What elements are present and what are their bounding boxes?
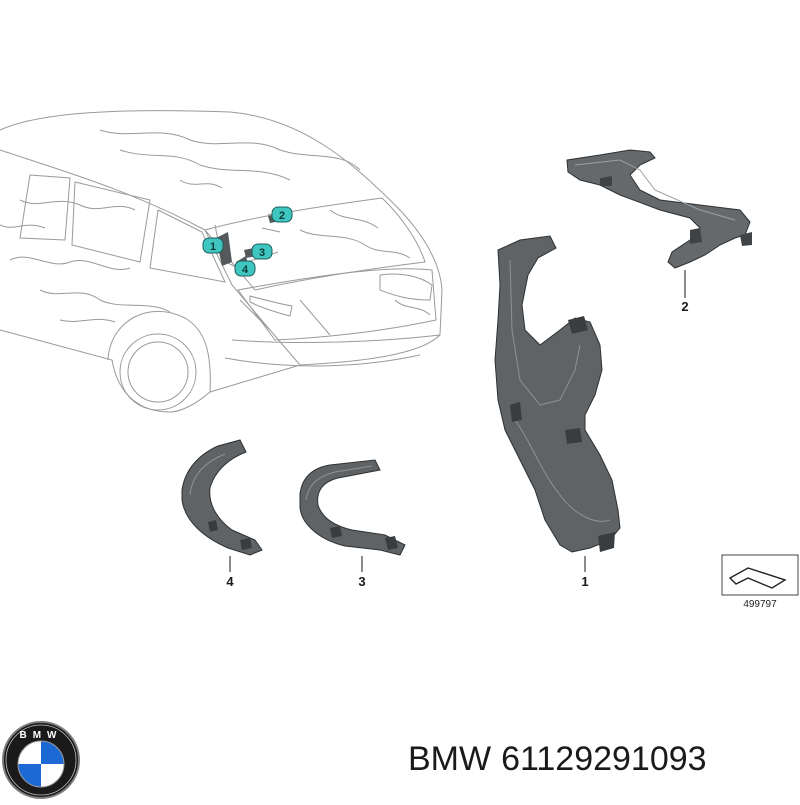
callout-1-label: 1 bbox=[210, 241, 216, 253]
callout-bubble-2: 2 bbox=[271, 206, 293, 223]
part-3-label: 3 bbox=[358, 574, 365, 589]
part-4-curved-duct: 4 bbox=[181, 439, 263, 589]
part-2-label: 2 bbox=[681, 299, 688, 314]
bmw-logo: BMW bbox=[2, 721, 80, 799]
logo-lettering: BMW bbox=[20, 730, 63, 741]
callout-bubble-1: 1 bbox=[202, 237, 224, 254]
part-number: 61129291093 bbox=[501, 740, 707, 778]
part-1-large-duct: 1 bbox=[494, 235, 621, 589]
brand-name: BMW bbox=[408, 740, 492, 778]
part-4-label: 4 bbox=[226, 574, 234, 589]
callout-3-label: 3 bbox=[259, 247, 265, 259]
callout-bubble-3: 3 bbox=[251, 243, 273, 260]
part-2-cable-duct: 2 bbox=[566, 149, 752, 314]
part-1-label: 1 bbox=[581, 574, 588, 589]
reference-code: 499797 bbox=[743, 599, 777, 610]
callout-4-label: 4 bbox=[242, 264, 249, 276]
callout-2-label: 2 bbox=[279, 210, 285, 222]
callout-bubble-4: 4 bbox=[234, 260, 256, 277]
part-3-curved-duct: 3 bbox=[299, 459, 406, 589]
car-overview-illustration bbox=[0, 110, 443, 413]
reference-symbol: 499797 bbox=[721, 554, 799, 610]
